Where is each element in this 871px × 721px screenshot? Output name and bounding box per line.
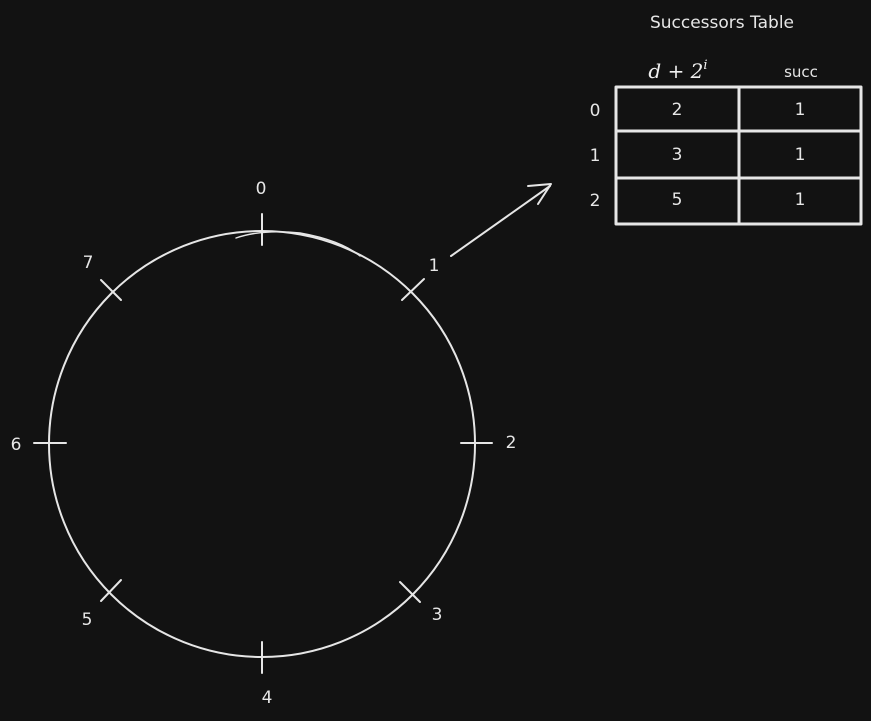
- header-key-base: d + 2: [648, 59, 703, 83]
- tick-7: [100, 279, 122, 301]
- header-key-exponent: i: [703, 58, 707, 73]
- header-succ: succ: [784, 63, 818, 81]
- tick-1: [401, 278, 425, 301]
- ring-node-2: 2: [460, 433, 517, 453]
- tick-3: [399, 581, 421, 603]
- successors-table: Successors Table d + 2i succ 0 2 1 1 3 1…: [590, 13, 863, 226]
- ring-node-7: 7: [83, 253, 122, 301]
- cell-succ: 1: [795, 145, 806, 165]
- cell-key: 5: [672, 190, 683, 210]
- node-label-4: 4: [262, 688, 273, 708]
- row-index: 0: [590, 101, 601, 121]
- node-label-3: 3: [432, 605, 443, 625]
- node-label-1: 1: [429, 256, 440, 276]
- table-row: 1 3 1: [590, 145, 806, 166]
- cell-succ: 1: [795, 190, 806, 210]
- table-grid: [614, 85, 863, 226]
- ring-node-4: 4: [261, 641, 273, 708]
- ring-node-1: 1: [401, 256, 440, 301]
- ring-circle-overstroke: [235, 231, 361, 257]
- table-row: 0 2 1: [590, 100, 806, 121]
- node-label-6: 6: [11, 435, 22, 455]
- cell-succ: 1: [795, 100, 806, 120]
- cell-key: 3: [672, 145, 683, 165]
- ring-node-3: 3: [399, 581, 443, 625]
- node-label-0: 0: [256, 179, 267, 199]
- arrow-shaft: [450, 185, 551, 257]
- node-label-5: 5: [82, 610, 93, 630]
- ring-node-5: 5: [82, 579, 122, 630]
- arrow-head: [527, 183, 552, 205]
- ring-node-6: 6: [11, 435, 67, 455]
- table-title: Successors Table: [650, 13, 794, 33]
- row-index: 2: [590, 191, 601, 211]
- node-label-7: 7: [83, 253, 94, 273]
- row-index: 1: [590, 146, 601, 166]
- node-label-2: 2: [506, 433, 517, 453]
- arrow-node1-to-table: [450, 183, 552, 257]
- header-key: d + 2i: [648, 58, 707, 83]
- cell-key: 2: [672, 100, 683, 120]
- ring-nodes: 0 1 2 3 4 5 6 7: [11, 179, 517, 708]
- ring-node-0: 0: [256, 179, 267, 246]
- tick-5: [100, 579, 122, 602]
- table-row: 2 5 1: [590, 190, 806, 211]
